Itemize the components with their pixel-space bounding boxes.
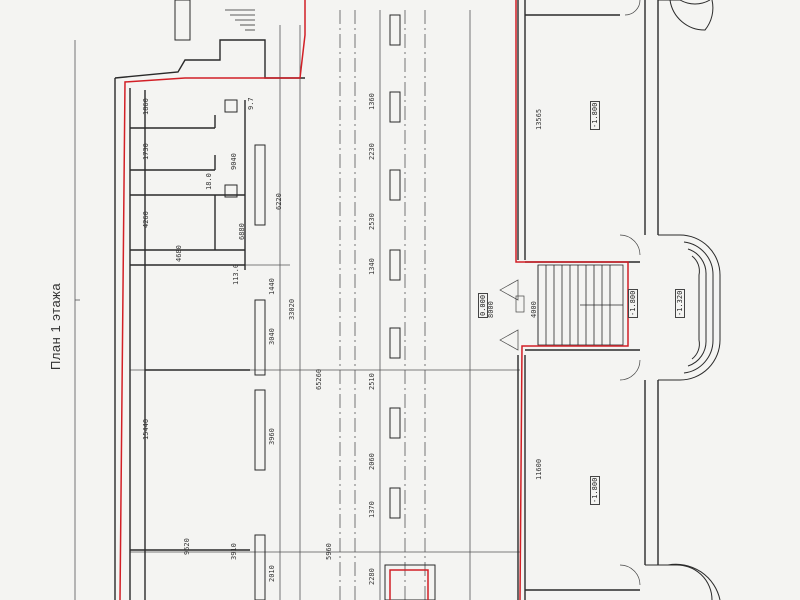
dimension-label: 4260: [142, 211, 150, 228]
level-mark: -1.800: [590, 100, 600, 130]
dimension-label: 18.0: [205, 173, 213, 190]
dimension-label: 2010: [268, 565, 276, 582]
dimension-label: 1370: [368, 501, 376, 518]
level-mark: -1.320: [675, 288, 685, 318]
dimension-label: 3910: [230, 543, 238, 560]
dimension-label: 33020: [288, 298, 296, 320]
dimension-label: 9520: [183, 538, 191, 555]
dimension-label: 2230: [368, 143, 376, 160]
level-mark: -1.800: [590, 475, 600, 505]
dimension-label: 13565: [535, 108, 543, 130]
dimension-label: 8000: [487, 301, 495, 318]
level-mark: 0.000: [478, 292, 488, 318]
dimension-label: 6220: [275, 193, 283, 210]
dimension-label: 2060: [368, 453, 376, 470]
dimension-label: 1730: [142, 143, 150, 160]
dimension-label: 11600: [535, 458, 543, 480]
door-swings: [499, 0, 641, 586]
stairs: [225, 9, 624, 346]
bottom-room: [384, 564, 436, 600]
dimension-label: 15440: [142, 418, 150, 440]
walls: [114, 0, 659, 600]
dimension-label: 113.0: [232, 263, 240, 285]
dimension-label: 4000: [530, 301, 538, 318]
dimension-label: 3040: [268, 328, 276, 345]
dimension-label: 6880: [238, 223, 246, 240]
dimension-label: 1440: [268, 278, 276, 295]
porches: [645, 0, 721, 600]
level-mark: -1.800: [628, 288, 638, 318]
dimension-label: 2530: [368, 213, 376, 230]
dimension-label: 1340: [368, 258, 376, 275]
dimension-label: 65260: [315, 368, 323, 390]
dimension-label: 2280: [368, 568, 376, 585]
dimension-label: 2510: [368, 373, 376, 390]
dimension-label: 4680: [175, 245, 183, 262]
dimension-label: 9.7: [247, 97, 255, 110]
dimension-label: 1360: [368, 93, 376, 110]
dimension-label: 1860: [142, 98, 150, 115]
dimension-label: 5960: [325, 543, 333, 560]
dimension-label: 9040: [230, 153, 238, 170]
dimension-label: 3960: [268, 428, 276, 445]
columns: [174, 0, 401, 600]
